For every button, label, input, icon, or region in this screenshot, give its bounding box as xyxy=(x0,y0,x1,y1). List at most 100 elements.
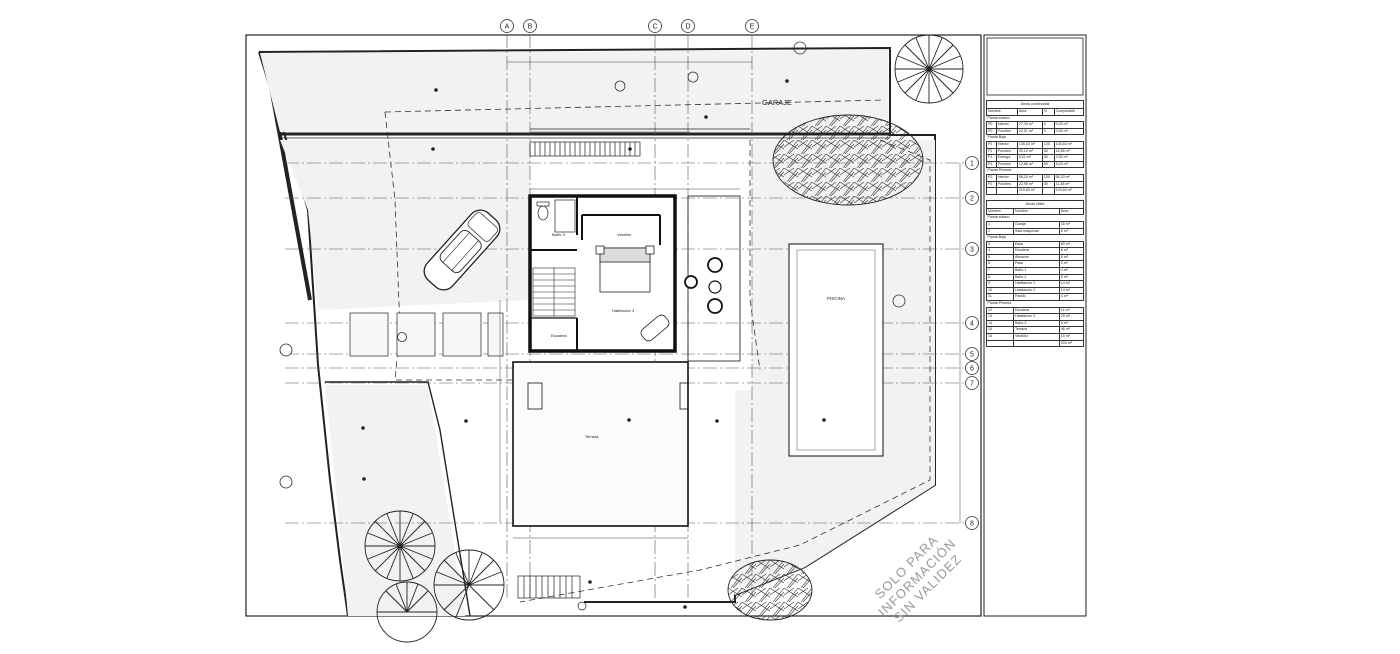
table-cell: Porches xyxy=(995,147,1018,156)
table-cell: 0 xyxy=(1041,127,1055,136)
tree-round xyxy=(433,549,505,621)
table-cell: Porches xyxy=(995,160,1018,169)
table-cell: 13 xyxy=(986,313,1014,321)
room-label-bath: Baño 3 xyxy=(552,232,565,237)
grid-row-marker: 5 xyxy=(965,347,979,361)
table-cell xyxy=(1012,339,1060,348)
table-cell: 10 m² xyxy=(1058,333,1085,341)
table-cell: Interior xyxy=(995,140,1018,149)
column-header: Área xyxy=(1058,207,1085,216)
table-cell: 7 xyxy=(986,267,1014,275)
terrace-furniture xyxy=(684,257,723,314)
car xyxy=(423,209,501,291)
grid-row-marker: 7 xyxy=(965,376,979,390)
section-markers xyxy=(279,332,407,489)
table-cell: 203 m² xyxy=(1058,339,1085,348)
column-header: % xyxy=(1041,108,1055,116)
table-cell: Almacén xyxy=(1012,253,1060,262)
group-heading: Planta Primera xyxy=(986,167,1084,175)
group-heading: Planta sótano xyxy=(986,214,1084,222)
table-cell: Baño 1 xyxy=(1012,267,1060,275)
lower-stairs xyxy=(517,575,587,611)
grid-row-label: 7 xyxy=(970,381,974,388)
grid-row-label: 2 xyxy=(970,196,974,203)
table-cell: Habitación 3 xyxy=(1012,313,1060,321)
column-header: Área xyxy=(1016,108,1043,116)
table-cell: 12,86 m² xyxy=(1016,160,1043,169)
table-cell: 3 m² xyxy=(1058,260,1085,269)
column-symbol xyxy=(687,71,699,83)
table-cell: 11 xyxy=(986,293,1014,302)
table-cell xyxy=(1041,187,1055,195)
column-header: Nombre xyxy=(1012,207,1060,216)
grid-column-marker: E xyxy=(745,19,759,33)
table-cell: Sala máquinas xyxy=(1012,227,1060,236)
pool: PISCINA xyxy=(788,243,906,457)
table-cell: 6 xyxy=(986,260,1014,269)
house-walls xyxy=(512,194,741,527)
table-cell: 9 xyxy=(986,280,1014,288)
table-cell: 6,43 m² xyxy=(1053,160,1085,169)
grid-column-marker: C xyxy=(648,19,662,33)
sheet-frame xyxy=(245,34,982,617)
table-cell: 6 m² xyxy=(1058,227,1085,236)
table-header-row: Número Nombre Área xyxy=(986,207,1085,216)
table-cell: 14 m² xyxy=(1058,286,1085,295)
table-cell xyxy=(986,187,997,195)
table-cell: 2 xyxy=(986,227,1014,236)
table-cell: Habitación 1 xyxy=(1012,280,1060,288)
grid-row-marker: 8 xyxy=(965,516,979,530)
table-cell: 12 xyxy=(986,306,1014,315)
grid-row-marker: 1 xyxy=(965,156,979,170)
table-cell xyxy=(995,187,1018,195)
bed xyxy=(595,245,655,293)
room-label-bedroom: Habitación 3 xyxy=(612,308,635,313)
table-cell: 136,53 m² xyxy=(1016,140,1043,149)
group-heading: Planta sótano xyxy=(986,114,1084,123)
bathroom-fixtures xyxy=(536,199,576,233)
column-symbol xyxy=(793,41,807,55)
table-total-row: 203 m² xyxy=(986,339,1085,348)
table-cell: P2 xyxy=(986,173,997,182)
entrance-stairs xyxy=(529,141,641,157)
column-header: Nombre xyxy=(986,108,1018,116)
table-cell: 16 xyxy=(986,333,1014,341)
table-cell: 35 m² xyxy=(1058,220,1085,229)
table-cell: 50 xyxy=(1041,147,1055,156)
table-cell: 0,00 m² xyxy=(1053,121,1085,129)
table-cell: Interior xyxy=(995,121,1018,129)
table-cell: 315,83 m² xyxy=(1016,187,1043,195)
grid-column-marker: A xyxy=(500,19,514,33)
table-header-row: Nombre Área % Computable xyxy=(986,108,1085,116)
table-cell: Estar xyxy=(1012,240,1060,249)
table-cell: 4 m² xyxy=(1058,267,1085,275)
table-cell: P1 xyxy=(986,154,997,162)
grid-row-label: 8 xyxy=(970,521,974,528)
table-cell: Porches xyxy=(995,180,1018,189)
table-cell: 56,20 m² xyxy=(1053,173,1085,182)
entry-pavers xyxy=(349,312,504,357)
table-cell: 136,53 m² xyxy=(1053,140,1085,149)
column-header: Número xyxy=(986,207,1014,216)
grid-column-label: C xyxy=(652,24,657,31)
grid-column-label: D xyxy=(685,24,690,31)
pool-marker xyxy=(892,294,906,308)
grid-row-label: 6 xyxy=(970,366,974,373)
table-cell: 50 xyxy=(1041,154,1055,162)
room-labels: Baño 3 Vestidor Habitación 3 Escalera Te… xyxy=(551,232,635,439)
table-cell: P1 xyxy=(986,140,997,149)
tree-round xyxy=(894,34,964,104)
